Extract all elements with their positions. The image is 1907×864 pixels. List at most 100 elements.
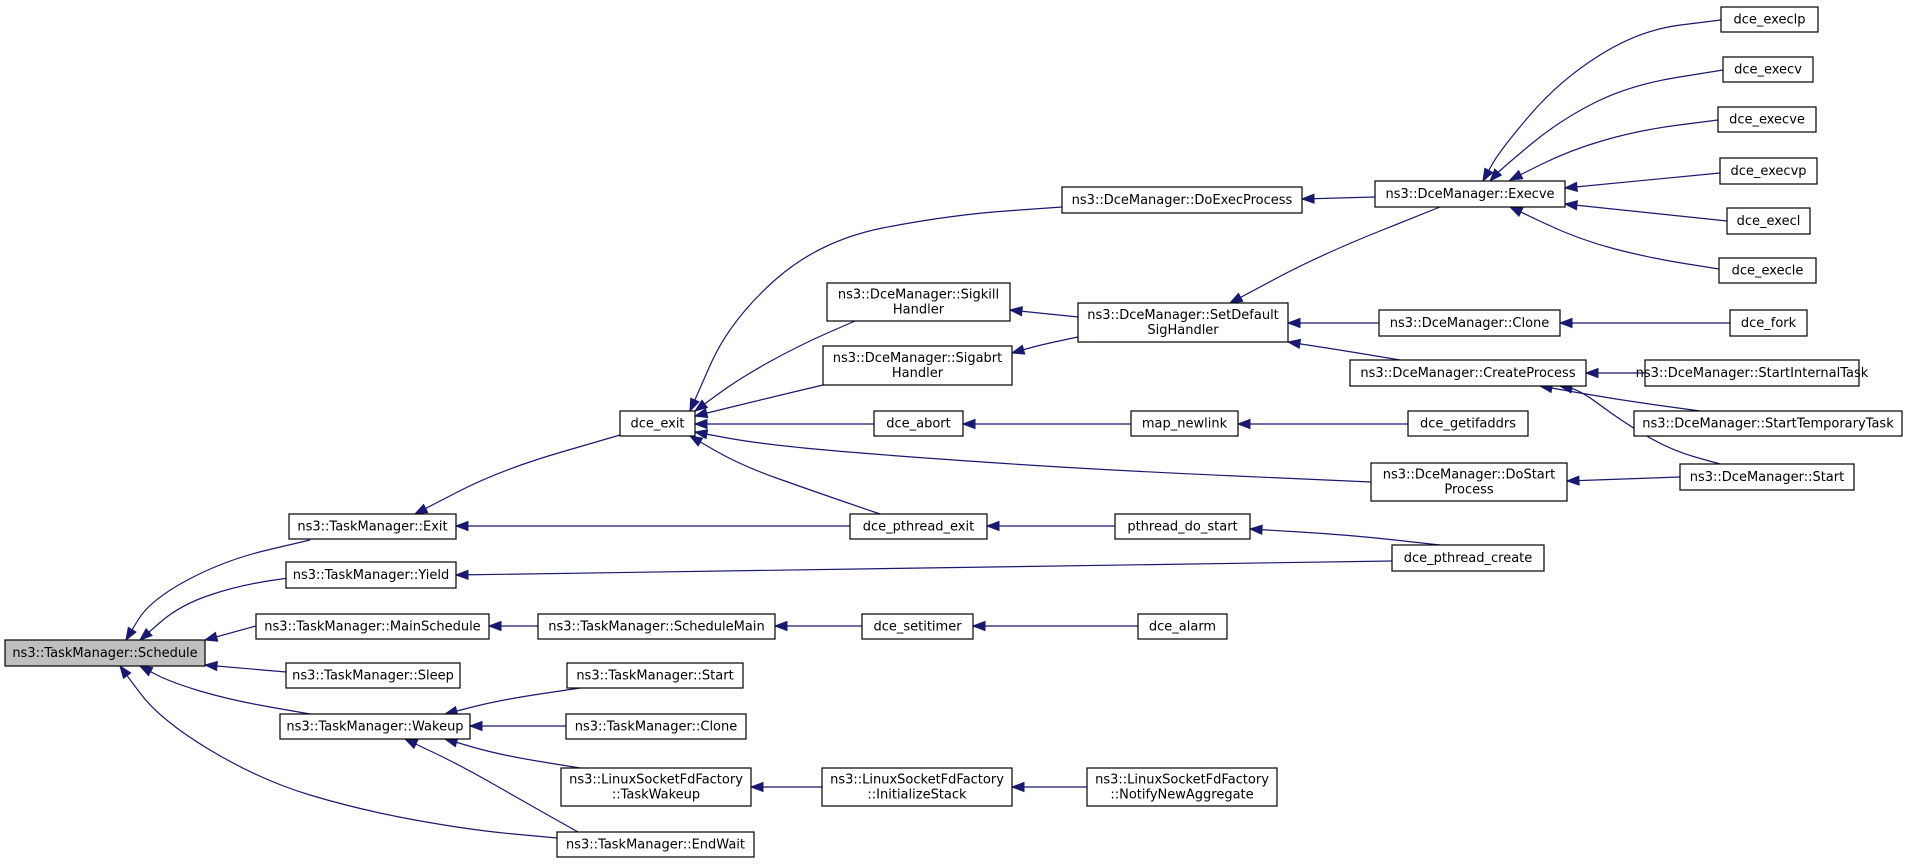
node-dce-setitimer[interactable]: dce_setitimer: [861, 613, 974, 640]
edge-lsff_initstack-lsff_notifynewagg: [1010, 781, 1087, 793]
node-label: dce_alarm: [1149, 620, 1216, 635]
node-label: dce_pthread_create: [1404, 551, 1533, 566]
node-dce-pthread-create[interactable]: dce_pthread_create: [1391, 544, 1545, 572]
node-pthread-do-start[interactable]: pthread_do_start: [1114, 513, 1251, 540]
edge-schedule-tm_wakeup: [138, 665, 311, 715]
arrowhead-icon: [1010, 344, 1026, 355]
arrowhead-icon: [468, 720, 483, 732]
node-label: ns3::LinuxSocketFdFactory: [569, 773, 743, 788]
arrowhead-icon: [1584, 367, 1599, 379]
node-dm-clone[interactable]: ns3::DceManager::Clone: [1378, 309, 1561, 337]
node-label: dce_abort: [886, 417, 951, 432]
node-box: [1077, 302, 1289, 343]
arrowhead-icon: [1286, 317, 1301, 329]
node-box: [1719, 157, 1818, 185]
arrowhead-icon: [138, 665, 154, 677]
node-tm-endwait[interactable]: ns3::TaskManager::EndWait: [556, 831, 755, 858]
node-tm-start[interactable]: ns3::TaskManager::Start: [566, 662, 744, 689]
node-dce-alarm[interactable]: dce_alarm: [1137, 613, 1228, 640]
node-lsff-taskwakeup[interactable]: ns3::LinuxSocketFdFactory::TaskWakeup: [560, 767, 752, 807]
arrowhead-icon: [119, 664, 132, 680]
arrowhead-icon: [971, 620, 986, 632]
arrowhead-icon: [1008, 306, 1023, 317]
node-lsff-notifynewagg[interactable]: ns3::LinuxSocketFdFactory::NotifyNewAggr…: [1086, 767, 1278, 807]
node-label: ::NotifyNewAggregate: [1110, 788, 1253, 803]
node-label: dce_setitimer: [873, 620, 962, 635]
node-tm-yield[interactable]: ns3::TaskManager::Yield: [285, 561, 457, 589]
edge-map_newlink-dce_getifaddrs: [1236, 418, 1408, 430]
arrowhead-icon: [693, 429, 709, 440]
node-box: [1726, 207, 1811, 235]
call-graph-nodes: ns3::TaskManager::Schedulens3::TaskManag…: [4, 6, 1903, 858]
node-dce-exit[interactable]: dce_exit: [619, 410, 696, 437]
node-dm-startinternaltask[interactable]: ns3::DceManager::StartInternalTask: [1636, 359, 1869, 387]
node-dce-execle[interactable]: dce_execle: [1718, 257, 1817, 284]
edge-dm_setdefaultsig-dm_createprocess: [1286, 338, 1401, 361]
node-tm-wakeup[interactable]: ns3::TaskManager::Wakeup: [279, 713, 471, 740]
edge-dce_exit-dce_pthread_exit: [688, 435, 881, 515]
node-box: [1137, 613, 1228, 640]
node-box: [1644, 359, 1860, 387]
edge-dce_exit-dce_abort: [693, 418, 874, 430]
node-label: ns3::TaskManager::Wakeup: [286, 720, 463, 735]
node-label: dce_execv: [1734, 63, 1802, 78]
node-tm-clone[interactable]: ns3::TaskManager::Clone: [565, 713, 747, 740]
edge-tm_wakeup-lsff_taskwakeup: [443, 737, 581, 769]
node-box: [1679, 463, 1855, 491]
node-dce-getifaddrs[interactable]: dce_getifaddrs: [1407, 410, 1529, 437]
arrowhead-icon: [138, 627, 153, 641]
node-box: [1729, 309, 1808, 337]
node-label: Process: [1444, 483, 1494, 498]
node-dce-execlp[interactable]: dce_execlp: [1720, 6, 1819, 33]
arrowhead-icon: [1236, 418, 1251, 430]
node-label: dce_execlp: [1734, 13, 1806, 28]
arrowhead-icon: [1010, 781, 1025, 793]
node-dce-execv[interactable]: dce_execv: [1722, 56, 1814, 83]
node-dm-doexecprocess[interactable]: ns3::DceManager::DoExecProcess: [1061, 186, 1303, 214]
node-tm-mainschedule[interactable]: ns3::TaskManager::MainSchedule: [255, 613, 490, 640]
arrowhead-icon: [454, 520, 469, 532]
arrowhead-icon: [1508, 206, 1524, 218]
node-box: [565, 713, 747, 740]
node-tm-schedulemain[interactable]: ns3::TaskManager::ScheduleMain: [537, 613, 776, 640]
node-dce-execl[interactable]: dce_execl: [1726, 207, 1811, 235]
edge-dce_exit-dm_dostartprocess: [693, 429, 1372, 483]
arrowhead-icon: [203, 660, 218, 672]
node-dce-fork[interactable]: dce_fork: [1729, 309, 1808, 337]
node-lsff-initstack[interactable]: ns3::LinuxSocketFdFactory::InitializeSta…: [821, 767, 1013, 807]
node-box: [1407, 410, 1529, 437]
node-dce-abort[interactable]: dce_abort: [873, 410, 964, 437]
node-dm-createprocess[interactable]: ns3::DceManager::CreateProcess: [1349, 359, 1587, 387]
node-label: Handler: [892, 366, 944, 381]
node-box: [279, 713, 471, 740]
node-tm-sleep[interactable]: ns3::TaskManager::Sleep: [285, 662, 461, 689]
node-dm-execve[interactable]: ns3::DceManager::Execve: [1374, 180, 1566, 208]
node-box: [1718, 257, 1817, 284]
node-label: dce_exit: [630, 417, 684, 432]
node-label: dce_fork: [1741, 316, 1797, 331]
node-dm-starttemporarytask[interactable]: ns3::DceManager::StartTemporaryTask: [1633, 410, 1903, 437]
node-map-newlink[interactable]: map_newlink: [1130, 410, 1239, 437]
node-schedule[interactable]: ns3::TaskManager::Schedule: [4, 639, 206, 667]
arrowhead-icon: [773, 620, 788, 632]
node-label: ns3::DceManager::DoStart: [1383, 468, 1555, 483]
edge-dm_doexecprocess-dm_execve: [1300, 193, 1376, 204]
node-label: ns3::DceManager::Clone: [1390, 316, 1550, 331]
node-tm-exit[interactable]: ns3::TaskManager::Exit: [288, 513, 457, 540]
node-box: [861, 613, 974, 640]
edge-dm_execve-dce_execl: [1563, 200, 1728, 222]
node-dce-execve[interactable]: dce_execve: [1717, 106, 1817, 133]
node-label: ns3::DceManager::StartTemporaryTask: [1642, 417, 1894, 432]
arrowhead-icon: [1558, 317, 1573, 329]
node-dm-start[interactable]: ns3::DceManager::Start: [1679, 463, 1855, 491]
node-label: dce_pthread_exit: [863, 520, 974, 535]
node-dce-pthread-exit[interactable]: dce_pthread_exit: [849, 513, 988, 540]
node-label: dce_execle: [1732, 264, 1804, 279]
edge-dce_abort-map_newlink: [961, 418, 1131, 430]
node-label: map_newlink: [1142, 417, 1228, 432]
node-dce-execvp[interactable]: dce_execvp: [1719, 157, 1818, 185]
